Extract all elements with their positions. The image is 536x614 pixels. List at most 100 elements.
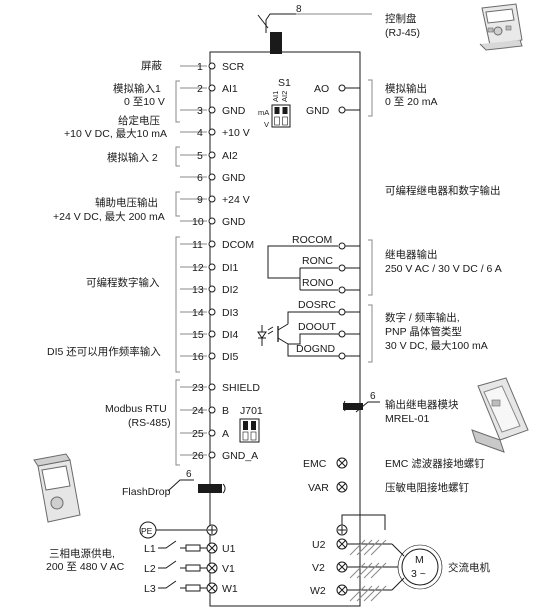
pin-name: B [222,405,229,417]
pin-name: DI1 [222,262,239,274]
pin-row-9: 9 +24 V [180,194,250,206]
bracket-do [368,304,373,363]
pin-number: 9 [197,194,203,206]
label-ai1-range: 0 至10 V [124,96,165,108]
label-flashdrop: FlashDrop [122,486,171,498]
pin-name: GND [222,172,246,184]
pin-number: 11 [192,239,203,251]
pin-terminal [208,352,216,360]
label-ref-title: 给定电压 [118,114,160,127]
pin-terminal [208,128,216,136]
term-pe: PE [141,526,153,536]
mrel-module-image [471,377,529,453]
label-do-spec: 30 V DC, 最大100 mA [385,339,488,352]
pin-name: GND [222,216,246,228]
term-var: VAR [308,482,329,494]
label-relay-spec: 250 V AC / 30 V DC / 6 A [385,263,502,275]
term-rono: RONO [302,277,334,289]
label-power-title: 三相电源供电, [49,547,115,560]
pin-number: 4 [197,127,203,139]
motor-3ph: 3 ~ [411,568,426,580]
relay-output-group: ROCOM RONC RONO [267,234,360,294]
pin-terminal [208,151,216,159]
term-doout: DOOUT [298,321,337,333]
label-prog-relay: 可编程继电器和数字输出 [385,184,501,197]
term-w2: W2 [310,585,326,597]
pin-number: 3 [197,105,203,117]
pin-row-6: 6 GND [180,172,246,184]
s1-ai1-label: AI1 [271,91,280,102]
pin-row-14: 14 DI3 [180,307,239,319]
term-rocom: ROCOM [292,234,332,246]
panel-connector: 8 [257,4,372,54]
term-gnd-right: GND [306,105,330,117]
pin-terminal [208,263,216,271]
label-shield: 屏蔽 [141,60,162,72]
mrel-cable-number: 6 [370,391,376,402]
s1-v-label: V [264,120,269,129]
pin-number: 14 [192,307,204,319]
label-digital-inputs: 可编程数字输入 [86,276,160,289]
term-u1: U1 [222,543,236,555]
pin-name: DI5 [222,351,239,363]
label-di5-note: DI5 还可以用作频率输入 [47,345,161,358]
pin-row-16: 16 DI5 [180,351,239,363]
term-v2: V2 [312,562,325,574]
label-do-type: PNP 晶体管类型 [385,325,462,338]
label-mrel-title: 输出继电器模块 [385,398,459,411]
pin-number: 25 [192,428,204,440]
pin-name: DCOM [222,239,254,251]
pin-name: +10 V [222,127,250,139]
label-aux-title: 辅助电压输出 [95,196,158,209]
pin-name: DI2 [222,284,239,296]
pin-name: GND [222,105,246,117]
pin-row-25: 25 A [180,428,229,440]
s1-label: S1 [278,77,291,89]
label-ref-spec: +10 V DC, 最大10 mA [64,127,167,140]
pin-name: A [222,428,229,440]
pin-name: +24 V [222,194,250,206]
label-ao-title: 模拟输出 [385,82,427,95]
switch-j701[interactable]: J701 [239,405,263,443]
drive-body [209,51,361,607]
term-emc: EMC [303,458,327,470]
pin-row-13: 13 DI2 [180,284,239,296]
pin-terminal [208,173,216,181]
pin-terminal [208,106,216,114]
flashdrop-plug [198,484,222,493]
term-ao: AO [314,83,329,95]
s1-ma-label: mA [258,108,269,117]
flashdrop-connector: FlashDrop 6 [122,469,226,498]
pin-number: 13 [192,284,204,296]
pin-number: 26 [192,450,204,462]
pin-number: 6 [197,172,203,184]
switch-s1[interactable]: S1 AI1 AI2 mA V [258,77,291,129]
pin-terminal [208,285,216,293]
term-w1: W1 [222,583,238,595]
pin-row-4: 4 +10 V [180,127,250,139]
pin-name: DI3 [222,307,239,319]
label-do-title: 数字 / 频率输出, [385,311,460,324]
pin-terminal [208,195,216,203]
pin-number: 16 [192,351,204,363]
pin-name: DI4 [222,329,239,341]
term-l3: L3 [144,583,156,595]
label-ai2: 模拟输入 2 [107,151,158,164]
label-aux-spec: +24 V DC, 最大 200 mA [53,210,165,223]
label-modbus-sub: (RS-485) [128,417,171,429]
pin-terminal [208,330,216,338]
motor-output-group: U2 V2 W2 M 3 ~ [310,514,443,602]
pin-terminal [208,451,216,459]
term-ronc: RONC [302,255,333,267]
pin-terminal [208,240,216,248]
pin-name: AI1 [222,83,238,95]
pin-number: 23 [192,382,204,394]
ground-screws: EMC VAR [303,457,348,494]
label-var: 压敏电阻接地螺钉 [385,481,469,494]
